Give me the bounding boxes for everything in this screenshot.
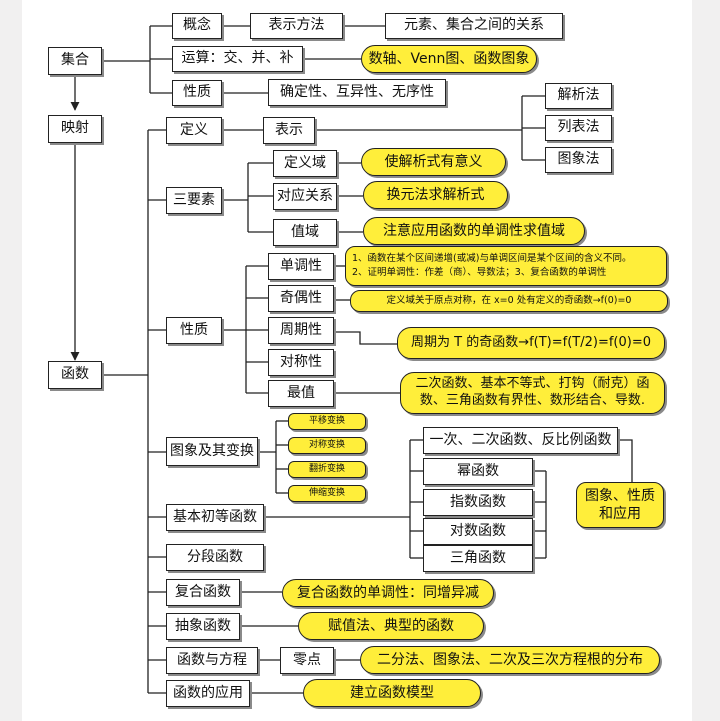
note-graph-properties-line1: 图象、性质 xyxy=(585,487,655,504)
node-function-equation: 函数与方程 xyxy=(166,647,258,674)
node-power-function: 幂函数 xyxy=(423,458,533,485)
node-abstract-function: 抽象函数 xyxy=(166,613,240,640)
node-domain: 定义域 xyxy=(273,150,337,177)
node-analytic-method: 解析法 xyxy=(545,83,612,109)
node-basic-elementary: 基本初等函数 xyxy=(166,504,264,531)
node-expression: 表示 xyxy=(263,117,315,144)
note-stretch-transform: 伸缩变换 xyxy=(288,485,366,502)
node-monotonicity: 单调性 xyxy=(268,253,334,280)
note-extremum: 二次函数、基本不等式、打钩（耐克）函 数、三角函数有界性、数形结合、导数. xyxy=(400,372,665,414)
node-concept: 概念 xyxy=(172,13,222,39)
node-mapping: 映射 xyxy=(48,115,102,143)
node-symmetry: 对称性 xyxy=(268,349,334,376)
note-graph-properties-line2: 和应用 xyxy=(599,506,641,522)
node-element-set-relation: 元素、集合之间的关系 xyxy=(385,13,563,39)
node-zero-point: 零点 xyxy=(280,647,334,674)
node-logarithmic-function: 对数函数 xyxy=(423,518,533,545)
note-fold-transform: 翻折变换 xyxy=(288,461,366,478)
node-linear-quadratic-inverse: 一次、二次函数、反比例函数 xyxy=(423,427,618,454)
node-composite-function: 复合函数 xyxy=(166,579,240,606)
note-periodicity: 周期为 T 的奇函数→f(T)=f(T/2)=f(0)=0 xyxy=(397,327,665,359)
node-function-application: 函数的应用 xyxy=(166,680,250,707)
note-number-line-venn: 数轴、Venn图、函数图象 xyxy=(361,45,537,73)
node-trig-function: 三角函数 xyxy=(423,545,533,572)
note-monotonicity: 1、函数在某个区间递增(或减)与单调区间是某个区间的含义不同。 2、证明单调性：… xyxy=(345,246,667,286)
node-exponential-function: 指数函数 xyxy=(423,489,533,516)
node-function: 函数 xyxy=(48,361,102,389)
note-translation: 平移变换 xyxy=(288,413,366,430)
node-representation-method: 表示方法 xyxy=(250,13,343,39)
node-parity: 奇偶性 xyxy=(268,285,334,312)
note-function-model: 建立函数模型 xyxy=(303,679,481,707)
node-operations: 运算：交、并、补 xyxy=(172,46,303,72)
node-set: 集合 xyxy=(48,47,102,75)
node-set-properties-detail: 确定性、互异性、无序性 xyxy=(268,79,446,106)
node-range: 值域 xyxy=(273,219,337,246)
note-correspondence: 换元法求解析式 xyxy=(363,181,508,209)
note-extremum-line1: 二次函数、基本不等式、打钩（耐克）函 xyxy=(415,376,650,392)
note-domain: 使解析式有意义 xyxy=(361,148,506,176)
note-graph-properties-applications: 图象、性质 和应用 xyxy=(576,482,664,528)
node-correspondence: 对应关系 xyxy=(273,183,337,210)
note-range: 注意应用函数的单调性求值域 xyxy=(363,217,585,245)
note-composite-monotonicity: 复合函数的单调性：同增异减 xyxy=(282,579,494,607)
node-set-properties: 性质 xyxy=(172,80,222,106)
node-definition: 定义 xyxy=(166,117,222,144)
node-table-method: 列表法 xyxy=(545,115,612,141)
note-monotonicity-line1: 1、函数在某个区间递增(或减)与单调区间是某个区间的含义不同。 xyxy=(352,253,632,265)
node-extremum: 最值 xyxy=(268,380,334,407)
note-extremum-line2: 数、三角函数有界性、数形结合、导数. xyxy=(419,393,646,408)
note-monotonicity-line2: 2、证明单调性：作差（商）、导数法；3、复合函数的单调性 xyxy=(352,267,607,278)
node-three-elements: 三要素 xyxy=(166,187,222,214)
node-graph-method: 图象法 xyxy=(545,147,612,173)
node-graph-transform: 图象及其变换 xyxy=(166,437,258,466)
note-abstract-function: 赋值法、典型的函数 xyxy=(298,612,484,640)
note-symmetry-transform: 对称变换 xyxy=(288,437,366,454)
node-periodicity: 周期性 xyxy=(268,317,334,344)
node-piecewise-function: 分段函数 xyxy=(166,544,264,571)
note-parity: 定义域关于原点对称，在 x=0 处有定义的奇函数→f(0)=0 xyxy=(350,290,668,312)
note-zero-point-methods: 二分法、图象法、二次及三次方程根的分布 xyxy=(360,646,660,674)
node-function-properties: 性质 xyxy=(166,317,222,344)
